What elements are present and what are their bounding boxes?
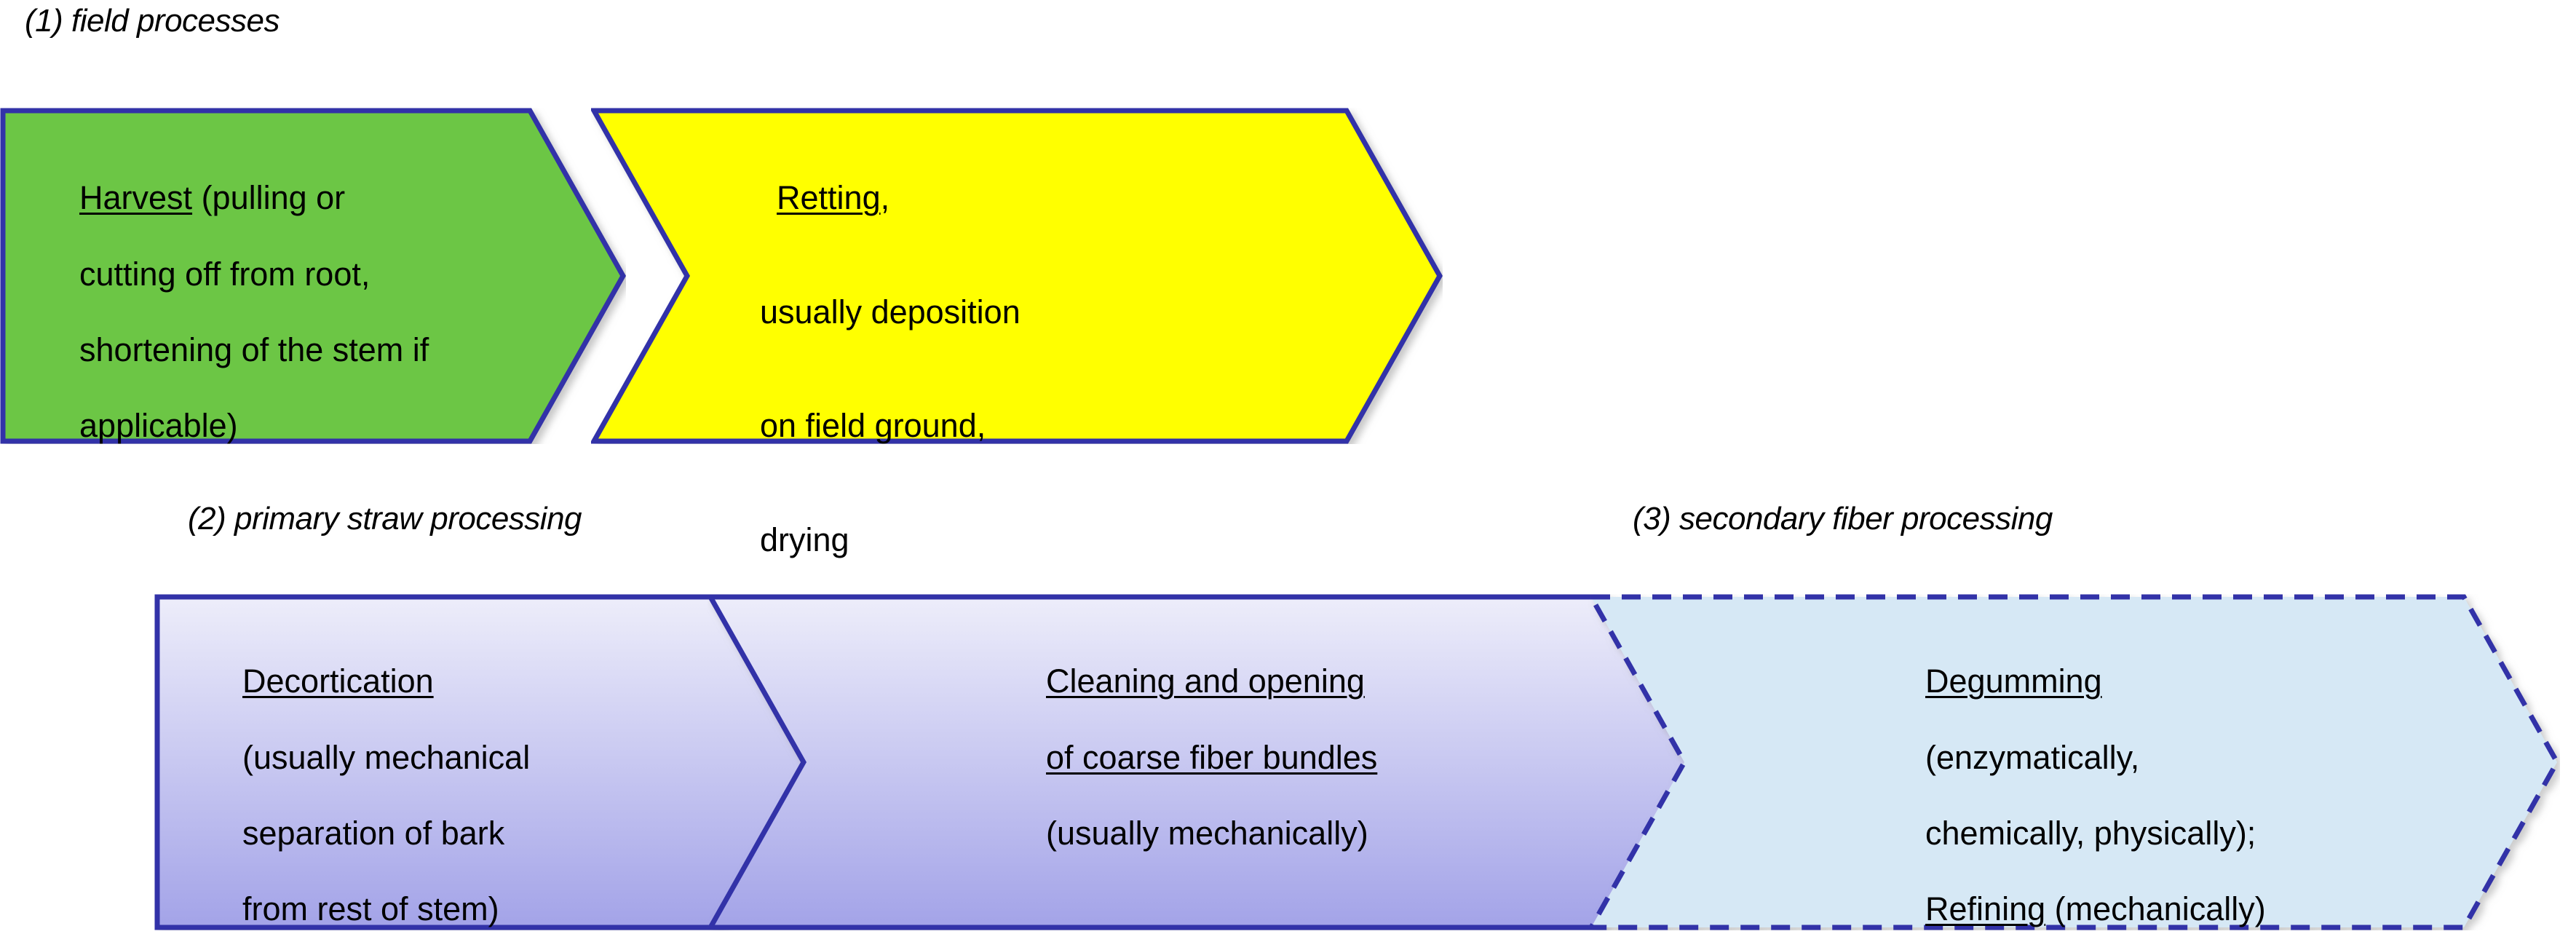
- retting-line1-rest: ,: [880, 179, 890, 217]
- harvest-line1-rest: (pulling or: [192, 179, 346, 217]
- harvest-line4: applicable): [79, 407, 238, 445]
- harvest-text: Harvest (pulling or cutting off from roo…: [25, 141, 534, 483]
- degumming-keyword: Degumming: [1925, 662, 2102, 700]
- process-step-retting[interactable]: Retting, usually deposition on field gro…: [591, 108, 1443, 558]
- cleaning-keyword-line1: Cleaning and opening: [1046, 662, 1365, 700]
- retting-line2: usually deposition: [760, 293, 1021, 330]
- stage-caption-field-processes: (1) field processes: [25, 3, 280, 39]
- degumming-line3: chemically, physically);: [1925, 814, 2256, 852]
- retting-text: Retting, usually deposition on field gro…: [722, 141, 1319, 635]
- cleaning-line3: (usually mechanically): [1046, 814, 1368, 852]
- cleaning-keyword-line2: of coarse fiber bundles: [1046, 738, 1378, 776]
- retting-shape: [591, 108, 1443, 444]
- decortication-line2: (usually mechanical: [242, 738, 531, 776]
- process-step-cleaning-and-opening[interactable]: Cleaning and opening of coarse fiber bun…: [708, 594, 1694, 930]
- decortication-text: Decortication (usually mechanical separa…: [188, 625, 668, 950]
- stage-caption-primary-straw-processing: (2) primary straw processing: [188, 501, 582, 537]
- harvest-line2: cutting off from root,: [79, 255, 370, 293]
- retting-line3: on field ground,: [760, 407, 986, 445]
- retting-line4: drying: [760, 520, 849, 558]
- refining-line-rest: (mechanically): [2045, 890, 2266, 928]
- process-step-decortication[interactable]: Decortication (usually mechanical separa…: [154, 594, 817, 930]
- degumming-line2: (enzymatically,: [1925, 738, 2140, 776]
- process-step-degumming-refining[interactable]: Degumming (enzymatically, chemically, ph…: [1588, 594, 2560, 930]
- harvest-shape: [0, 108, 626, 444]
- refining-keyword: Refining: [1925, 890, 2046, 928]
- stage-caption-secondary-fiber-processing: (3) secondary fiber processing: [1633, 501, 2053, 537]
- decortication-keyword: Decortication: [242, 662, 434, 700]
- harvest-line3: shortening of the stem if: [79, 330, 429, 368]
- degumming-shape: [1588, 594, 2560, 930]
- decortication-line4: from rest of stem): [242, 890, 499, 928]
- decortication-line3: separation of bark: [242, 814, 505, 852]
- harvest-keyword: Harvest: [79, 179, 193, 217]
- process-step-harvest[interactable]: Harvest (pulling or cutting off from roo…: [0, 108, 626, 444]
- retting-keyword: Retting: [777, 179, 881, 217]
- degumming-text: Degumming (enzymatically, chemically, ph…: [1871, 625, 2424, 950]
- cleaning-text: Cleaning and opening of coarse fiber bun…: [991, 625, 1545, 890]
